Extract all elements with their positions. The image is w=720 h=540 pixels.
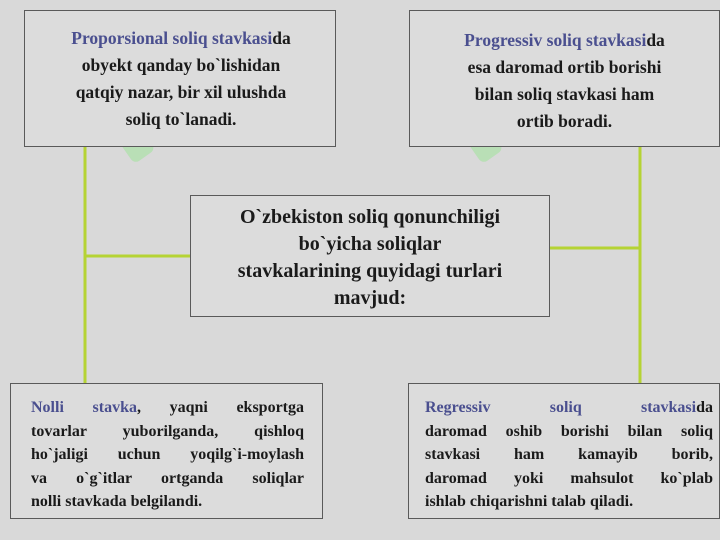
term-regressive-rate: Regressiv soliq stavkasi <box>425 399 697 416</box>
term-progressive-rate: Progressiv soliq stavkasi <box>464 30 647 50</box>
box-proportional-rate: Proporsional soliq stavkasida obyekt qan… <box>24 10 336 147</box>
box-proportional-rate-text: Proporsional soliq stavkasida obyekt qan… <box>71 28 291 129</box>
term-zero-rate: Nolli stavka <box>31 399 137 416</box>
term-proportional-rate: Proporsional soliq stavkasi <box>71 28 273 48</box>
center-title-text: O`zbekiston soliq qonunchiligi bo`yicha … <box>237 206 503 309</box>
box-zero-rate: Nolli stavka, yaqni eksportga tovarlar y… <box>10 383 323 519</box>
box-center-title: O`zbekiston soliq qonunchiligi bo`yicha … <box>190 195 550 317</box>
box-regressive-rate: Regressiv soliq stavkasida daromad oshib… <box>408 383 720 519</box>
box-regressive-rate-text: Regressiv soliq stavkasida daromad oshib… <box>425 399 713 510</box>
box-zero-rate-text: Nolli stavka, yaqni eksportga tovarlar y… <box>31 399 305 510</box>
box-progressive-rate-text: Progressiv soliq stavkasida esa daromad … <box>464 30 665 131</box>
box-progressive-rate: Progressiv soliq stavkasida esa daromad … <box>409 10 720 147</box>
